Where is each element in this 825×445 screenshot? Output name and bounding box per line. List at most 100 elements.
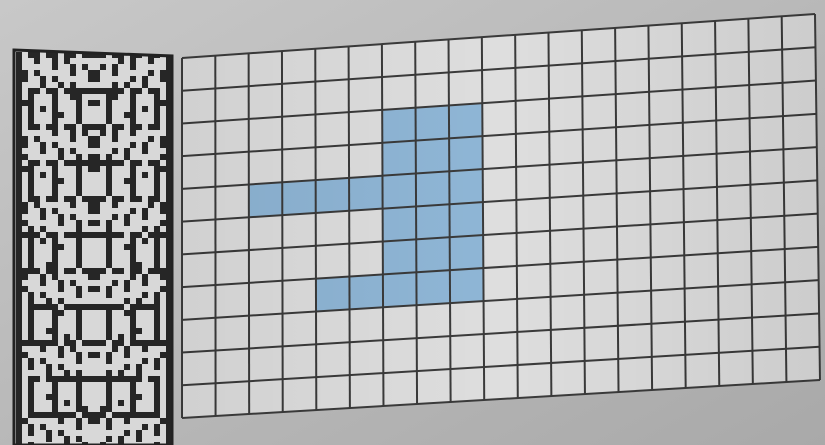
swatch-stitch	[142, 76, 148, 82]
swatch-stitch	[154, 238, 160, 244]
swatch-stitch	[160, 232, 166, 238]
swatch-stitch	[136, 196, 142, 202]
swatch-stitch	[70, 70, 76, 76]
swatch-stitch	[76, 112, 82, 118]
swatch-stitch	[76, 316, 82, 322]
swatch-stitch	[46, 340, 52, 346]
swatch-stitch	[130, 94, 136, 100]
swatch-stitch	[154, 94, 160, 100]
swatch-stitch	[28, 118, 34, 124]
swatch-stitch	[154, 292, 160, 298]
swatch-stitch	[106, 388, 112, 394]
swatch-stitch	[22, 352, 28, 358]
swatch-stitch	[52, 88, 58, 94]
swatch-stitch	[154, 256, 160, 262]
swatch-stitch	[124, 346, 130, 352]
swatch-stitch	[130, 250, 136, 256]
swatch-stitch	[76, 358, 82, 364]
swatch-stitch	[28, 382, 34, 388]
swatch-stitch	[118, 334, 124, 340]
swatch-stitch	[148, 88, 154, 94]
swatch-stitch	[82, 196, 88, 202]
swatch-stitch	[100, 406, 106, 412]
swatch-stitch	[28, 364, 34, 370]
swatch-stitch	[22, 202, 28, 208]
swatch-stitch	[160, 142, 166, 148]
swatch-stitch	[52, 178, 58, 184]
swatch-stitch	[52, 58, 58, 64]
swatch-stitch	[34, 70, 40, 76]
swatch-stitch	[70, 124, 76, 130]
swatch-stitch	[88, 142, 94, 148]
swatch-stitch	[124, 364, 130, 370]
swatch-stitch	[16, 172, 22, 178]
swatch-stitch	[16, 340, 22, 346]
swatch-stitch	[22, 286, 28, 292]
swatch-stitch	[94, 418, 100, 424]
swatch-stitch	[118, 232, 124, 238]
swatch-stitch	[160, 286, 166, 292]
swatch-stitch	[52, 322, 58, 328]
swatch-stitch	[130, 160, 136, 166]
swatch-stitch	[118, 304, 124, 310]
swatch-stitch	[148, 232, 154, 238]
swatch-stitch	[112, 196, 118, 202]
swatch-stitch	[46, 262, 52, 268]
swatch-stitch	[124, 286, 130, 292]
swatch-stitch	[94, 304, 100, 310]
swatch-stitch	[16, 118, 22, 124]
swatch-stitch	[130, 262, 136, 268]
swatch-stitch	[88, 220, 94, 226]
swatch-stitch	[112, 346, 118, 352]
swatch-stitch	[52, 190, 58, 196]
swatch-stitch	[94, 232, 100, 238]
swatch-stitch	[154, 304, 160, 310]
swatch-stitch	[16, 268, 22, 274]
swatch-stitch	[34, 376, 40, 382]
swatch-stitch	[160, 166, 166, 172]
swatch-stitch	[22, 208, 28, 214]
swatch-stitch	[58, 286, 64, 292]
swatch-stitch	[94, 88, 100, 94]
swatch-stitch	[76, 256, 82, 262]
swatch-stitch	[142, 424, 148, 430]
swatch-stitch	[106, 328, 112, 334]
swatch-stitch	[124, 430, 130, 436]
swatch-stitch	[88, 352, 94, 358]
swatch-stitch	[40, 280, 46, 286]
swatch-stitch	[58, 364, 64, 370]
swatch-stitch	[58, 154, 64, 160]
swatch-stitch	[52, 130, 58, 136]
swatch-stitch	[124, 220, 130, 226]
swatch-stitch	[130, 256, 136, 262]
swatch-stitch	[58, 112, 64, 118]
swatch-stitch	[46, 304, 52, 310]
swatch-stitch	[28, 232, 34, 238]
swatch-stitch	[148, 70, 154, 76]
swatch-stitch	[76, 328, 82, 334]
swatch-stitch	[28, 424, 34, 430]
swatch-stitch	[40, 358, 46, 364]
swatch-stitch	[148, 58, 154, 64]
swatch-stitch	[16, 262, 22, 268]
swatch-stitch	[118, 436, 124, 442]
swatch-stitch	[130, 400, 136, 406]
swatch-stitch	[22, 76, 28, 82]
swatch-stitch	[124, 82, 130, 88]
swatch-stitch	[100, 412, 106, 418]
swatch-stitch	[46, 328, 52, 334]
swatch-stitch	[16, 130, 22, 136]
swatch-stitch	[88, 268, 94, 274]
swatch-stitch	[28, 328, 34, 334]
swatch-stitch	[106, 424, 112, 430]
swatch-stitch	[88, 304, 94, 310]
swatch-stitch	[16, 112, 22, 118]
swatch-stitch	[130, 340, 136, 346]
swatch-stitch	[70, 148, 76, 154]
swatch-stitch	[16, 154, 22, 160]
swatch-stitch	[154, 322, 160, 328]
swatch-stitch	[76, 94, 82, 100]
swatch-stitch	[94, 124, 100, 130]
swatch-stitch	[106, 112, 112, 118]
swatch-stitch	[58, 418, 64, 424]
